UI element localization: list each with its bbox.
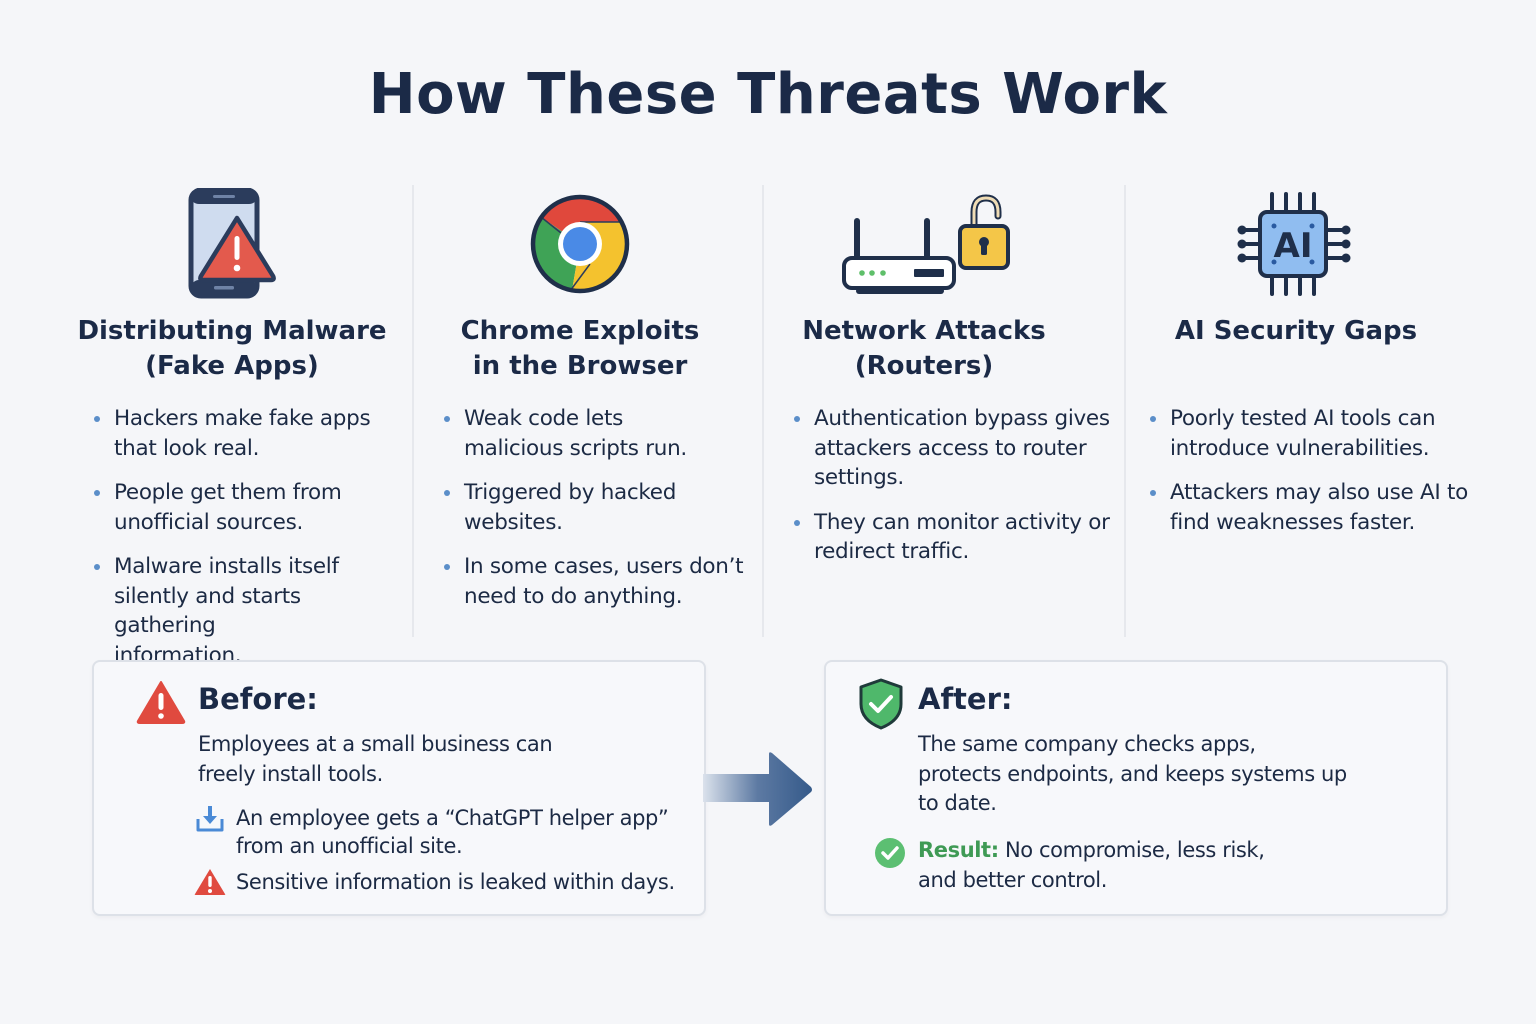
router-unlocked-icon: [842, 194, 1010, 294]
list-item: Hackers make fake apps that look real.: [92, 404, 382, 463]
warning-icon: [194, 869, 226, 895]
column-divider: [412, 185, 414, 637]
warning-icon: [136, 681, 186, 724]
before-item-leak: Sensitive information is leaked within d…: [236, 870, 675, 894]
threat-column-chrome: Chrome Exploits in the Browser Weak code…: [420, 188, 744, 626]
after-result: Result: No compromise, less risk, and be…: [918, 838, 1265, 892]
ai-chip-label: AI: [1274, 226, 1313, 266]
phone-warning-icon: [188, 188, 276, 299]
bullet-dot: [794, 416, 800, 422]
list-item: Attackers may also use AI to find weakne…: [1148, 478, 1470, 537]
list-item: Poorly tested AI tools can introduce vul…: [1148, 404, 1460, 463]
list-item: Triggered by hacked websites.: [442, 478, 694, 537]
bullet-dot: [94, 564, 100, 570]
after-heading: After:: [918, 682, 1013, 716]
download-icon: [196, 806, 224, 832]
arrow-right-icon: [703, 752, 812, 826]
bullet-dot: [794, 519, 800, 526]
list-item: People get them from unofficial sources.: [92, 478, 382, 537]
chrome-browser-icon: [530, 194, 630, 294]
result-label: Result:: [918, 838, 999, 862]
after-card: After: The same company checks apps, pro…: [824, 660, 1448, 916]
before-description: Employees at a small business can freely…: [198, 732, 553, 786]
bullet-list: Weak code lets malicious scripts run. Tr…: [442, 404, 744, 611]
list-item: Malware installs itself silently and sta…: [92, 552, 349, 670]
threat-column-ai: AI AI Security Gaps Poorly tested AI too…: [1136, 188, 1468, 552]
check-circle-icon: [875, 838, 905, 868]
page-title: How These Threats Work: [368, 62, 1168, 127]
list-item: Weak code lets malicious scripts run.: [442, 404, 724, 463]
bullet-list: Poorly tested AI tools can introduce vul…: [1148, 404, 1468, 537]
threat-column-malware: Distributing Malware (Fake Apps) Hackers…: [72, 188, 392, 685]
bullet-dot: [94, 490, 100, 496]
before-card: Before: Employees at a small business ca…: [92, 660, 706, 916]
column-title: Distributing Malware (Fake Apps): [77, 316, 387, 381]
shield-check-icon: [859, 678, 903, 730]
column-title: AI Security Gaps: [1174, 316, 1418, 346]
bullet-list: Authentication bypass gives attackers ac…: [792, 404, 1110, 567]
bullet-list: Hackers make fake apps that look real. P…: [92, 404, 382, 670]
column-divider: [1124, 185, 1126, 637]
ai-chip-icon: AI: [1237, 192, 1351, 296]
before-heading: Before:: [198, 682, 318, 716]
column-title: Network Attacks (Routers): [802, 316, 1046, 381]
list-item: In some cases, users don’t need to do an…: [442, 552, 754, 611]
bullet-dot: [444, 416, 450, 422]
bullet-dot: [444, 490, 450, 496]
before-item-download: An employee gets a “ChatGPT helper app” …: [236, 806, 669, 858]
bullet-dot: [1150, 490, 1156, 496]
threat-column-routers: Network Attacks (Routers) Authentication…: [764, 188, 1110, 582]
after-description: The same company checks apps, protects e…: [918, 732, 1347, 815]
column-divider: [762, 185, 764, 637]
list-item: They can monitor activity or redirect tr…: [792, 508, 1114, 567]
bullet-dot: [1150, 416, 1156, 422]
list-item: Authentication bypass gives attackers ac…: [792, 404, 1114, 493]
bullet-dot: [444, 564, 450, 570]
column-title: Chrome Exploits in the Browser: [460, 316, 700, 381]
bullet-dot: [94, 416, 100, 422]
